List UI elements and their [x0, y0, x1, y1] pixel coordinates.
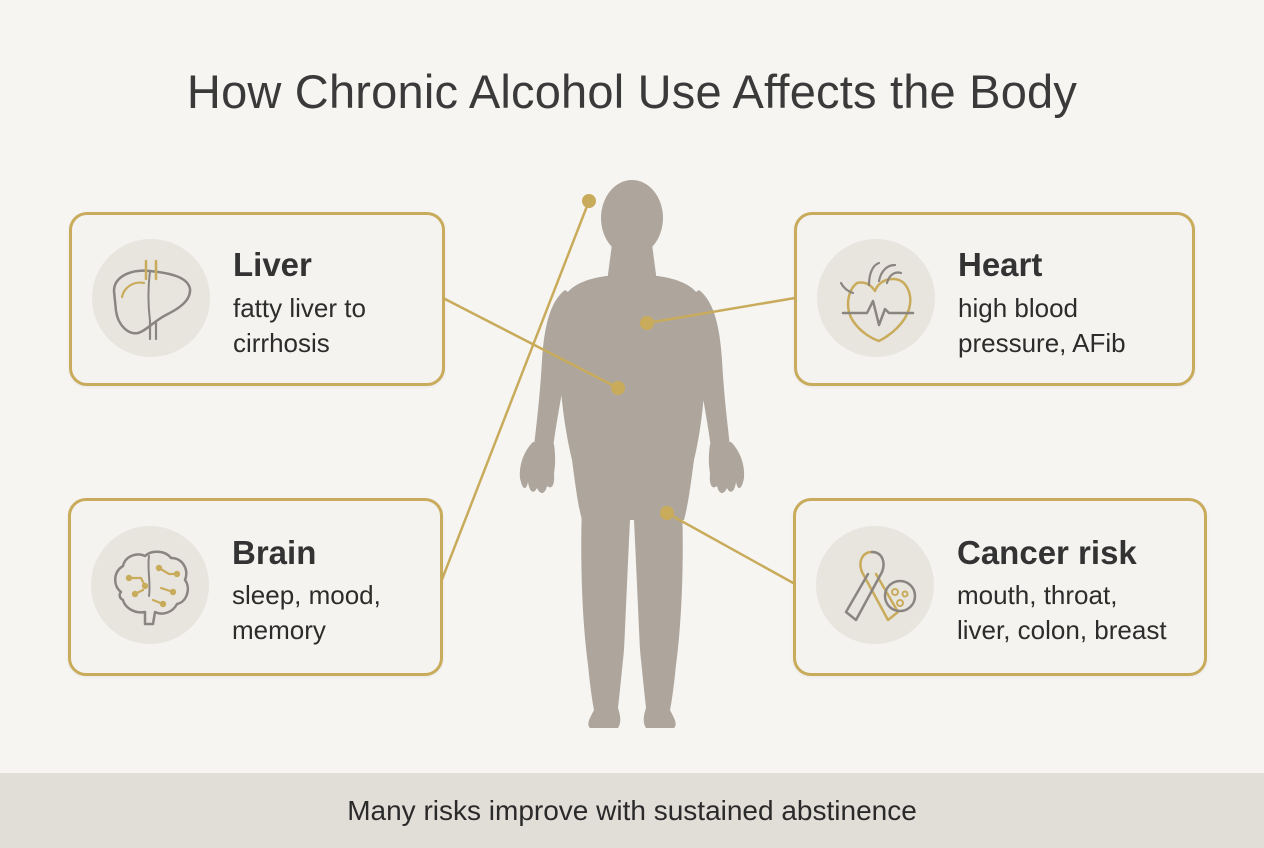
brain-connector [439, 200, 591, 583]
connector-lines [439, 200, 796, 586]
card-desc-line: fatty liver to [233, 293, 366, 323]
connector-dots [582, 194, 674, 520]
heart-icon [817, 239, 935, 357]
footer-text: Many risks improve with sustained abstin… [347, 795, 917, 826]
liver-dot [611, 381, 625, 395]
card-desc-line: liver, colon, breast [957, 615, 1167, 645]
card-title-cancer-risk: Cancer risk [957, 534, 1137, 571]
card-desc-line: pressure, AFib [958, 328, 1126, 358]
card-cancer-risk: Cancer risk mouth, throat, liver, colon,… [793, 498, 1207, 676]
card-title-liver: Liver [233, 246, 312, 283]
liver-icon [92, 239, 210, 357]
card-desc-liver: fatty liver to cirrhosis [233, 291, 366, 361]
card-liver: Liver fatty liver to cirrhosis [69, 212, 445, 386]
card-desc-heart: high blood pressure, AFib [958, 291, 1126, 361]
body-silhouette [519, 180, 745, 728]
liver-connector [442, 296, 619, 390]
card-desc-line: memory [232, 615, 326, 645]
card-desc-brain: sleep, mood, memory [232, 578, 381, 648]
page-title: How Chronic Alcohol Use Affects the Body [186, 65, 1078, 118]
brain-icon [91, 526, 209, 644]
ribbon-icon [816, 526, 934, 644]
card-desc-line: mouth, throat, [957, 580, 1118, 610]
card-title-brain: Brain [232, 534, 317, 571]
card-desc-line: high blood [958, 293, 1078, 323]
card-desc-line: cirrhosis [233, 328, 330, 358]
card-heart: Heart high blood pressure, AFib [794, 212, 1195, 386]
card-desc-cancer-risk: mouth, throat, liver, colon, breast [957, 578, 1167, 648]
cancer-connector [666, 511, 796, 586]
cancer-dot [660, 506, 674, 520]
card-title-heart: Heart [958, 246, 1043, 283]
footer-banner: Many risks improve with sustained abstin… [0, 773, 1264, 848]
brain-dot [582, 194, 596, 208]
card-brain: Brain sleep, mood, memory [68, 498, 443, 676]
heart-connector [646, 296, 796, 325]
card-desc-line: sleep, mood, [232, 580, 381, 610]
heart-dot [640, 316, 654, 330]
